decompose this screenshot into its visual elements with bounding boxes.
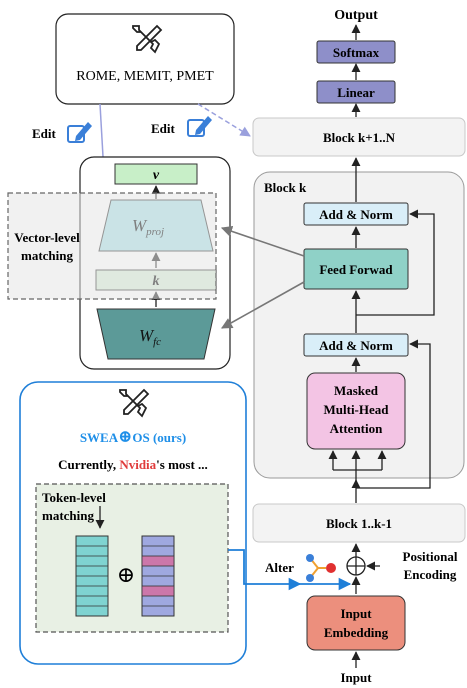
edit-left-label: Edit <box>32 126 57 141</box>
add-norm-bottom-label: Add & Norm <box>319 338 393 353</box>
residual-ff <box>356 209 435 316</box>
output-label: Output <box>334 8 378 23</box>
wfc-shape <box>96 308 216 360</box>
block-k-title: Block k <box>264 180 307 195</box>
linear-label: Linear <box>337 85 375 100</box>
token-level-matching-box <box>35 483 229 633</box>
v-box <box>114 163 198 185</box>
softmax-box <box>316 40 396 64</box>
residual-attn <box>356 339 431 489</box>
token-plus-symbol: ⊕ <box>117 562 135 587</box>
token-stack-left <box>75 535 109 617</box>
attention-line1: Masked <box>334 383 379 398</box>
token-stack-right <box>141 535 175 617</box>
input-embedding-box <box>306 595 406 651</box>
positional-line1: Positional <box>403 549 458 564</box>
pencil-edit-icon-right <box>187 116 212 137</box>
feed-forward-box <box>303 248 409 290</box>
embedding-line1: Input <box>340 606 372 621</box>
methods-box <box>55 13 235 105</box>
swea-sentence: Currently, Nvidia's most ... <box>58 457 208 472</box>
embedding-line2: Embedding <box>324 625 389 640</box>
block-lower-box <box>252 503 466 543</box>
pencil-edit-icon-left <box>67 122 92 143</box>
tools-icon-swea <box>119 388 150 418</box>
vector-level-matching-box <box>7 192 217 300</box>
attention-line2: Multi-Head <box>324 402 390 417</box>
positional-line2: Encoding <box>404 567 457 582</box>
attention-line3: Attention <box>330 421 383 436</box>
wfc-label: Wfc <box>139 326 161 348</box>
ff-to-wproj-arrow <box>220 225 305 257</box>
add-norm-top-box <box>303 202 409 226</box>
token-level-line1: Token-level <box>42 490 106 505</box>
vector-level-line2: matching <box>21 248 74 263</box>
methods-to-block-upper-arrow <box>197 103 251 137</box>
add-norm-top-label: Add & Norm <box>319 207 393 222</box>
alter-label: Alter <box>265 560 294 575</box>
methods-text: ROME, MEMIT, PMET <box>76 69 214 84</box>
tools-icon <box>132 24 163 54</box>
alter-icon <box>306 554 336 582</box>
ff-to-wfc-arrow <box>221 281 305 329</box>
swea-to-alter-arrow <box>228 549 302 591</box>
add-norm-bottom-box <box>303 333 409 357</box>
block-upper-box <box>252 117 466 157</box>
block-upper-label: Block k+1..N <box>323 130 396 145</box>
v-label: v <box>153 168 160 183</box>
softmax-label: Softmax <box>333 45 380 60</box>
linear-box <box>316 80 396 104</box>
attention-box <box>306 372 406 450</box>
vector-level-line1: Vector-level <box>14 230 80 245</box>
swea-title: SWEA⊕OS (ours) <box>80 427 186 446</box>
edit-right-label: Edit <box>151 121 176 136</box>
block-lower-label: Block 1..k-1 <box>326 516 392 531</box>
token-level-line2: matching <box>42 508 95 523</box>
feed-forward-label: Feed Forwad <box>319 262 393 277</box>
input-label: Input <box>340 670 372 685</box>
